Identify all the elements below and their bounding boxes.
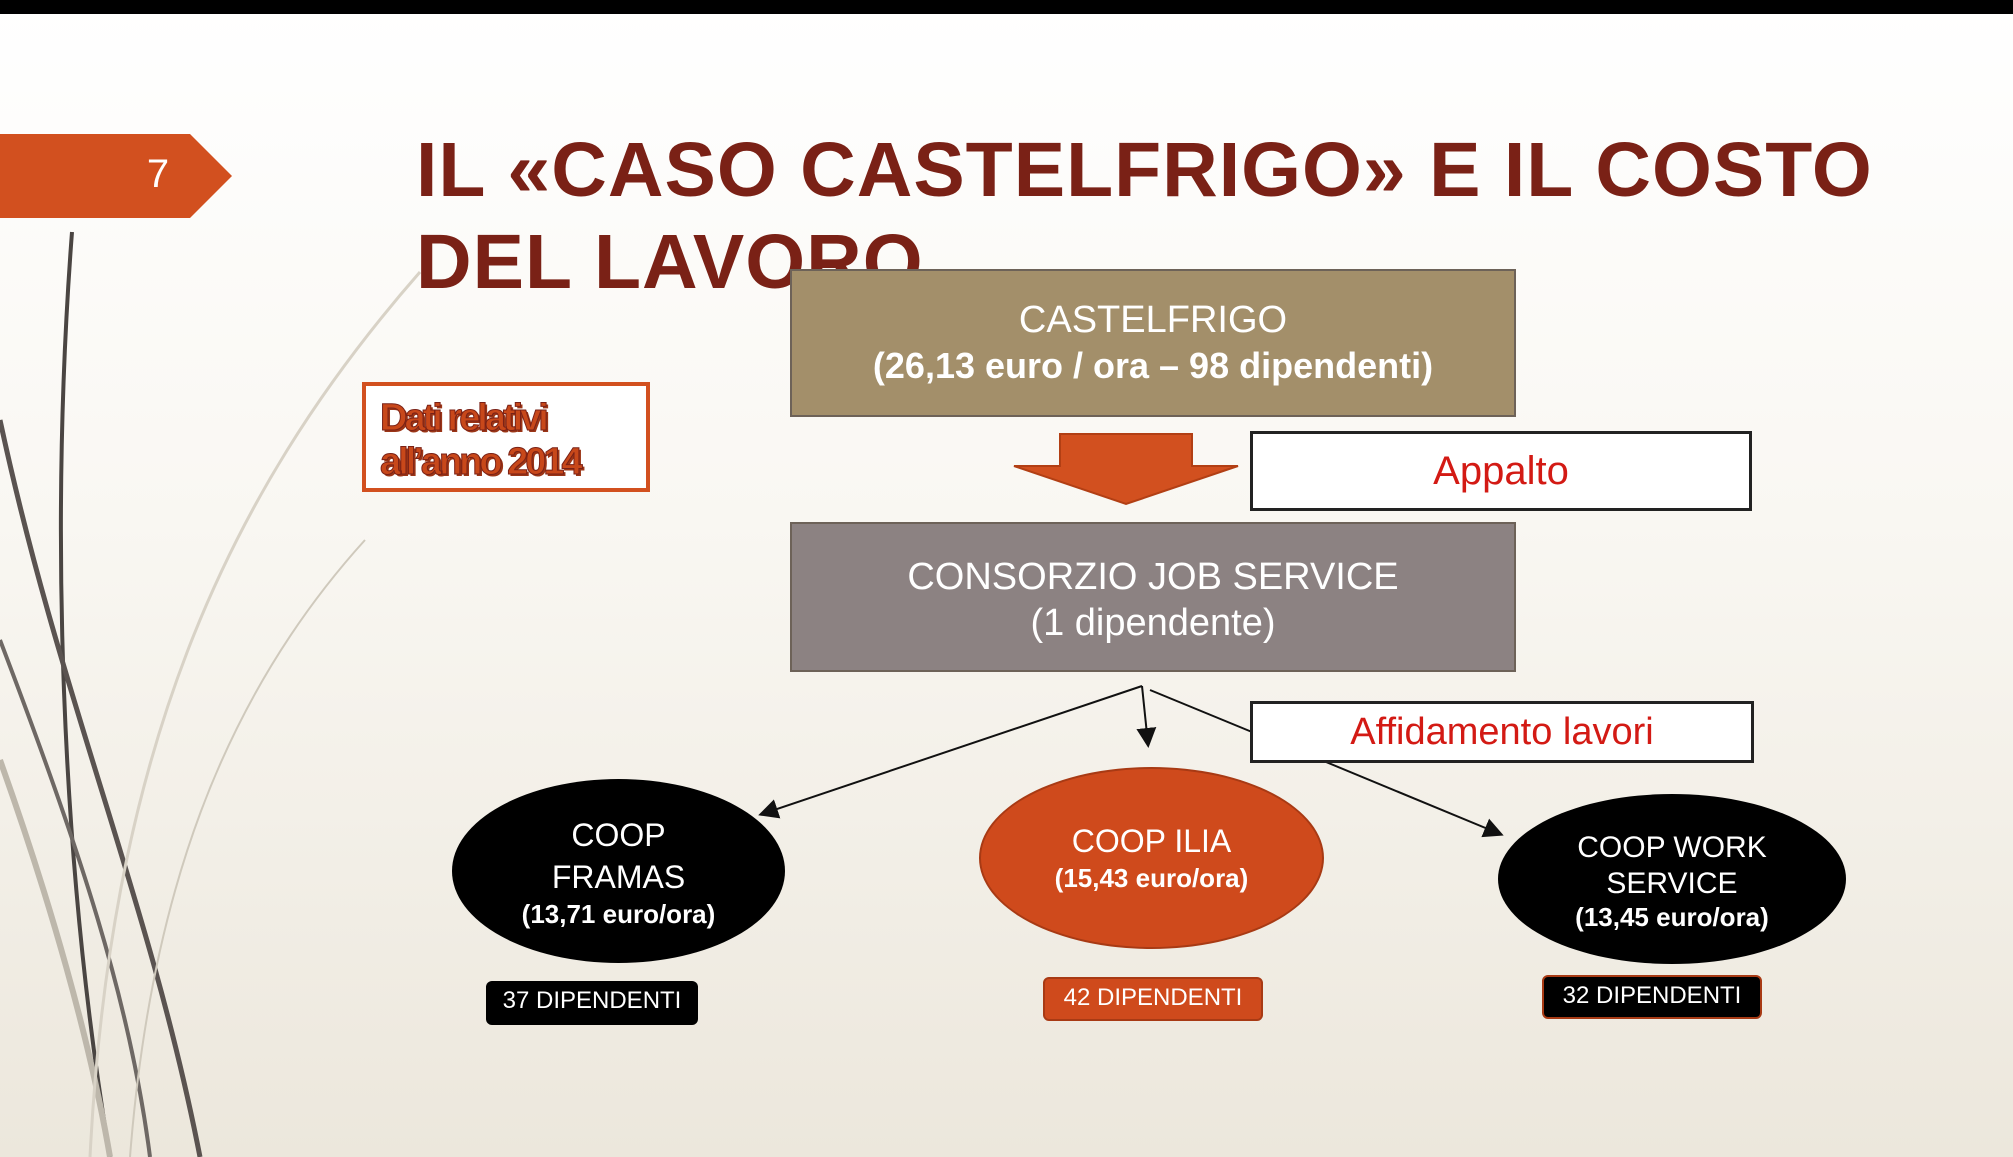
- consorzio-name: CONSORZIO JOB SERVICE: [907, 556, 1399, 598]
- appalto-label: Appalto: [1250, 431, 1752, 511]
- coop-ilia-node: COOP ILIA (15,43 euro/ora): [979, 767, 1324, 949]
- castelfrigo-node: CASTELFRIGO (26,13 euro / ora – 98 dipen…: [790, 269, 1516, 417]
- consorzio-node: CONSORZIO JOB SERVICE (1 dipendente): [790, 522, 1516, 672]
- slide-title: IL «CASO CASTELFRIGO» E IL COSTO DEL LAV…: [416, 127, 1873, 305]
- coop-work-name-1: COOP WORK: [1577, 831, 1767, 864]
- coop-framas-cost: (13,71 euro/ora): [521, 899, 716, 929]
- coop-work-name-2: SERVICE: [1606, 867, 1738, 900]
- work-employees-badge: 32 DIPENDENTI: [1542, 975, 1762, 1019]
- coop-work-service-node: COOP WORK SERVICE (13,45 euro/ora): [1498, 794, 1846, 964]
- coop-work-cost: (13,45 euro/ora): [1575, 902, 1769, 932]
- affidamento-label: Affidamento lavori: [1250, 701, 1754, 763]
- framas-employees-badge: 37 DIPENDENTI: [486, 981, 698, 1025]
- data-year-note: Dati relativi all’anno 2014: [362, 382, 650, 492]
- coop-framas-name-2: FRAMAS: [551, 859, 686, 895]
- coop-ilia-cost: (15,43 euro/ora): [1054, 863, 1249, 893]
- coop-ilia-name: COOP ILIA: [1071, 823, 1232, 859]
- connector-to-label: [1149, 689, 1253, 733]
- coop-framas-node: COOP FRAMAS (13,71 euro/ora): [452, 779, 785, 963]
- coop-framas-name-1: COOP: [571, 817, 666, 853]
- consorzio-detail: (1 dipendente): [1030, 602, 1276, 644]
- slide-number-badge: [0, 134, 232, 218]
- connector-to-work: [1325, 761, 1504, 838]
- connector-to-ilia: [1136, 685, 1157, 748]
- slide-number: 7: [146, 152, 170, 196]
- castelfrigo-detail: (26,13 euro / ora – 98 dipendenti): [872, 345, 1434, 386]
- castelfrigo-name: CASTELFRIGO: [1018, 299, 1288, 341]
- top-bar: [0, 0, 2013, 14]
- ilia-employees-badge: 42 DIPENDENTI: [1043, 977, 1263, 1021]
- down-arrow: [1013, 433, 1239, 506]
- data-year-note-text: Dati relativi all’anno 2014: [380, 397, 584, 484]
